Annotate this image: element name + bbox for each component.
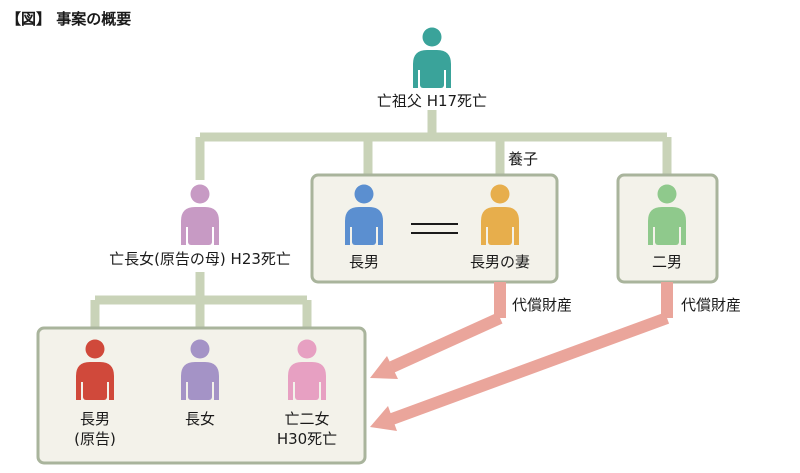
person-torso [188,364,212,400]
label-plaintiff-line1: 長男 [79,410,110,428]
label-grandfather: 亡祖父 H17死亡 [376,92,488,110]
annotation-adoption: 養子 [508,150,539,168]
person-torso [420,52,444,88]
label-second-daughter-line2: H30死亡 [276,430,338,448]
person-head [297,339,317,359]
person-icon-eldest-daughter [181,184,219,245]
person-icon-second-son [648,184,686,245]
person-icon-plaintiff [76,339,114,400]
person-head [422,27,442,47]
person-icon-eldest-son [345,184,383,245]
person-head [354,184,374,204]
annotation-compensation-1: 代償財産 [512,296,573,314]
person-icon-son-wife [481,184,519,245]
person-icon-eldest-daughter-child [181,339,219,400]
family-tree-connectors [90,110,672,330]
person-torso [83,364,107,400]
label-plaintiff-line2: (原告) [74,430,116,448]
person-icon-second-daughter [288,339,326,400]
marriage-symbol [411,223,458,234]
label-second-son: 二男 [651,253,682,271]
person-torso [655,209,679,245]
person-torso [188,209,212,245]
person-icon-grandfather [413,27,451,88]
label-eldest-son: 長男 [348,253,379,271]
person-torso [488,209,512,245]
person-head [190,339,210,359]
label-son-wife: 長男の妻 [469,253,530,271]
person-torso [295,364,319,400]
compensation-arrow-2 [370,282,673,431]
person-torso [352,209,376,245]
person-head [490,184,510,204]
person-head [85,339,105,359]
annotation-compensation-2: 代償財産 [681,296,742,314]
label-second-daughter-line1: 亡二女 [284,410,330,428]
label-eldest-daughter: 亡長女(原告の母) H23死亡 [109,250,291,268]
compensation-arrow-1 [370,282,506,379]
figure-title: 【図】 事案の概要 [6,10,132,28]
person-head [190,184,210,204]
person-head [657,184,677,204]
label-eldest-daughter-child: 長女 [184,410,215,428]
